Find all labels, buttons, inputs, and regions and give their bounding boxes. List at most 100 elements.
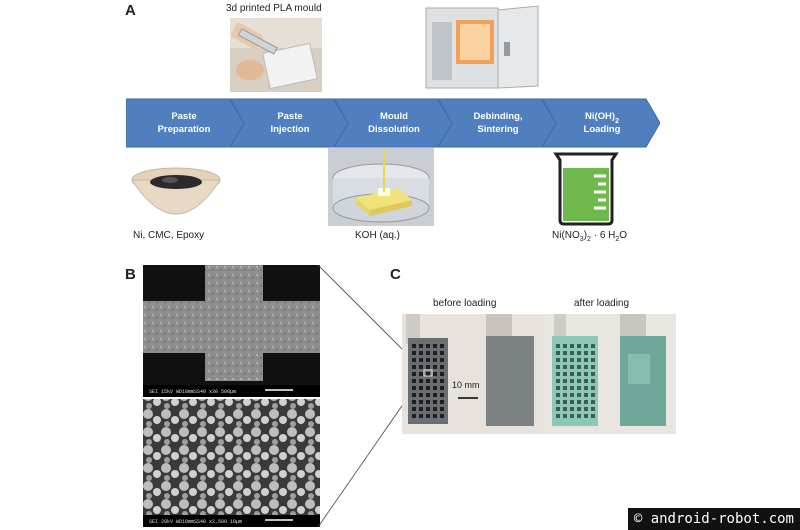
sample-pore bbox=[563, 400, 567, 404]
sample-pore bbox=[570, 386, 574, 390]
sample-pore bbox=[577, 393, 581, 397]
before-loading-photo bbox=[402, 314, 544, 434]
sample-pore bbox=[584, 379, 588, 383]
nitrate-sub: 2 bbox=[587, 236, 591, 243]
panel-letter-c: C bbox=[390, 266, 401, 283]
sample-pore bbox=[591, 407, 595, 411]
sample-pore bbox=[563, 393, 567, 397]
process-step-label: Sintering bbox=[477, 124, 518, 135]
sample-pore bbox=[591, 365, 595, 369]
sample-pore bbox=[556, 407, 560, 411]
sample-pore bbox=[419, 358, 423, 362]
sample-pore bbox=[412, 365, 416, 369]
sample-pore bbox=[591, 344, 595, 348]
sample-pore bbox=[433, 358, 437, 362]
sample-pore bbox=[440, 365, 444, 369]
sample-pore bbox=[563, 379, 567, 383]
sample-pore bbox=[426, 386, 430, 390]
after-loading-label: after loading bbox=[574, 298, 630, 309]
sem-micrographs: SEI 15kV WD10mmSS40 x30 500μm SEI 20kV W… bbox=[143, 265, 320, 527]
sample-pore bbox=[412, 358, 416, 362]
sample-pore bbox=[426, 372, 430, 376]
panel-letter-a: A bbox=[125, 2, 136, 19]
sample-pore bbox=[426, 400, 430, 404]
sample-pore bbox=[419, 379, 423, 383]
sample-pore bbox=[440, 344, 444, 348]
sample-pore bbox=[433, 386, 437, 390]
process-step-arrow bbox=[229, 98, 349, 148]
sample-pore bbox=[584, 414, 588, 418]
process-step-arrow bbox=[437, 98, 557, 148]
before-loading-label: before loading bbox=[433, 298, 497, 309]
sample-pore bbox=[591, 358, 595, 362]
after-loading-photo bbox=[544, 314, 676, 434]
sample-pore bbox=[426, 414, 430, 418]
sample-pore bbox=[440, 358, 444, 362]
sample-pore bbox=[440, 351, 444, 355]
sample-pore bbox=[426, 358, 430, 362]
sample-pore bbox=[419, 414, 423, 418]
sample-pore bbox=[563, 372, 567, 376]
beaker-icon bbox=[553, 152, 619, 226]
sample-pore bbox=[419, 407, 423, 411]
sample-pore bbox=[591, 400, 595, 404]
sample-pore bbox=[584, 386, 588, 390]
mould-photo bbox=[230, 18, 322, 92]
sample-pore bbox=[584, 365, 588, 369]
sample-pore bbox=[584, 393, 588, 397]
sample-pore bbox=[570, 365, 574, 369]
sample-pore bbox=[433, 372, 437, 376]
sample-pore bbox=[440, 400, 444, 404]
oven-photo bbox=[422, 2, 544, 94]
process-step-label: Preparation bbox=[158, 124, 211, 135]
paste-bowl-photo bbox=[128, 158, 224, 224]
sample-pore bbox=[419, 365, 423, 369]
sample-pore bbox=[577, 365, 581, 369]
panel-letter-b: B bbox=[125, 266, 136, 283]
sample-pore bbox=[426, 407, 430, 411]
process-step-arrow bbox=[126, 98, 245, 148]
nitrate-caption: Ni(NO3)2 · 6 H2O bbox=[552, 230, 627, 243]
sample-pore bbox=[591, 393, 595, 397]
sample-pore bbox=[433, 344, 437, 348]
sample-pore bbox=[440, 372, 444, 376]
sample-pore bbox=[440, 414, 444, 418]
paste-materials-caption: Ni, CMC, Epoxy bbox=[133, 230, 205, 241]
sample-pore bbox=[433, 400, 437, 404]
sem-bottom-info: SEI 20kV WD10mmSS40 x2,500 10μm bbox=[149, 519, 242, 525]
process-step-label: Paste bbox=[277, 111, 302, 122]
sample-pore bbox=[426, 351, 430, 355]
sample-pore bbox=[412, 414, 416, 418]
sample-pore bbox=[584, 358, 588, 362]
nitrate-part: ) bbox=[583, 230, 588, 241]
sample-pore bbox=[563, 344, 567, 348]
sample-pore bbox=[556, 386, 560, 390]
sample-pore bbox=[570, 379, 574, 383]
sample-pore bbox=[584, 372, 588, 376]
sample-pore bbox=[556, 365, 560, 369]
sample-pore bbox=[433, 393, 437, 397]
process-step-label: Loading bbox=[584, 124, 621, 135]
process-step-label: Injection bbox=[270, 124, 309, 135]
sample-pore bbox=[556, 344, 560, 348]
sample-pore bbox=[577, 372, 581, 376]
sample-pore bbox=[577, 344, 581, 348]
sample-pore bbox=[419, 372, 423, 376]
nitrate-part: · 6 H bbox=[590, 230, 616, 241]
sample-pore bbox=[577, 400, 581, 404]
sample-pore bbox=[412, 407, 416, 411]
sample-pore bbox=[577, 407, 581, 411]
sample-pore bbox=[412, 344, 416, 348]
sample-pore bbox=[591, 379, 595, 383]
sample-pore bbox=[412, 351, 416, 355]
sample-pore bbox=[563, 351, 567, 355]
sample-pore bbox=[563, 358, 567, 362]
sample-pore bbox=[440, 407, 444, 411]
sample-pore bbox=[440, 393, 444, 397]
sample-pore bbox=[419, 386, 423, 390]
sample-pore bbox=[440, 386, 444, 390]
sample-pore bbox=[433, 414, 437, 418]
sample-pore bbox=[433, 365, 437, 369]
sample-pore bbox=[426, 344, 430, 348]
sample-pore bbox=[591, 414, 595, 418]
